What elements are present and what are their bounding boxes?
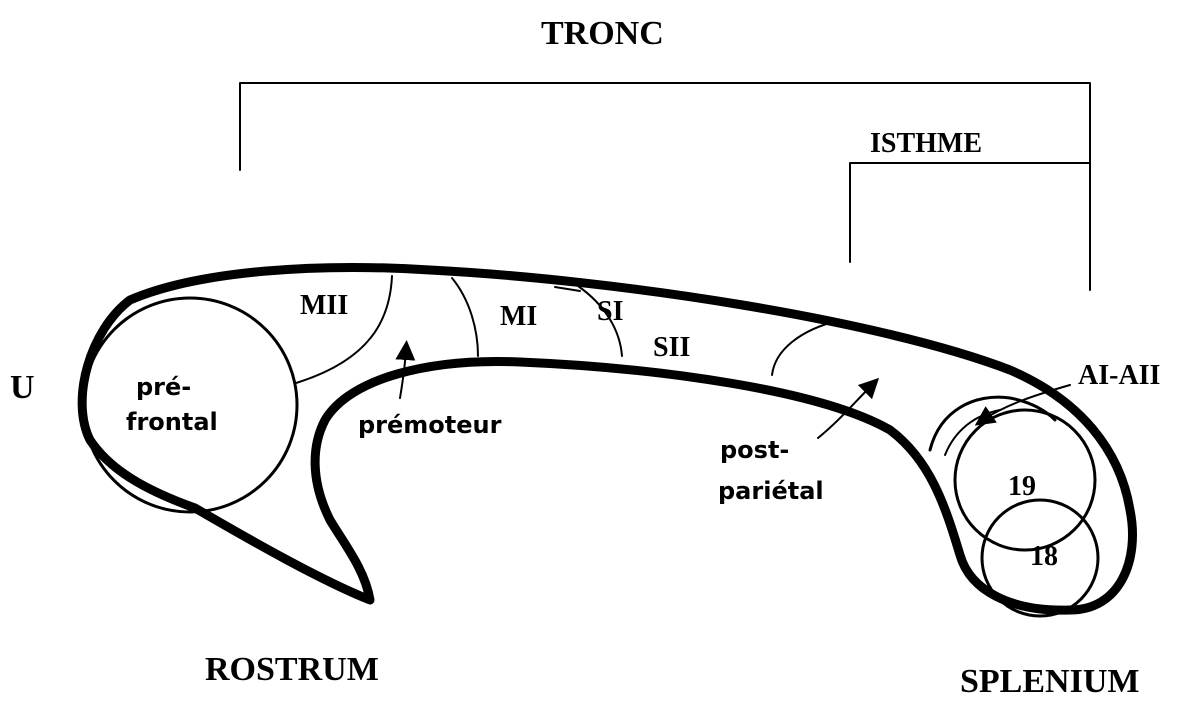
prefrontal-label-line1: pré- [136,373,191,401]
si-sii-divider [555,287,580,291]
prefrontal-label-line2: frontal [126,408,218,436]
si-label: SI [597,296,623,327]
isthme-label: ISTHME [870,128,982,159]
ai-aii-label: AI-AII [1078,360,1160,391]
isthme-bracket [850,163,1090,262]
mi-divider-left [452,278,478,356]
postparietal-label-line2: pariétal [718,477,824,505]
sii-label: SII [653,332,690,363]
mii-label: MII [300,290,348,321]
area-18-label: 18 [1030,541,1058,572]
u-label: U [10,369,35,406]
postparietal-label-line1: post- [720,436,789,464]
area-19-label: 19 [1008,471,1036,502]
tronc-label: TRONC [541,15,664,52]
ai-aii-region [930,397,1055,450]
premoteur-label: prémoteur [358,411,502,439]
sii-divider [772,320,840,375]
splenium-label: SPLENIUM [960,663,1139,700]
mi-label: MI [500,301,537,332]
prefrontal-circle [83,298,297,512]
rostrum-label: ROSTRUM [205,651,379,688]
tronc-bracket [240,83,1090,290]
